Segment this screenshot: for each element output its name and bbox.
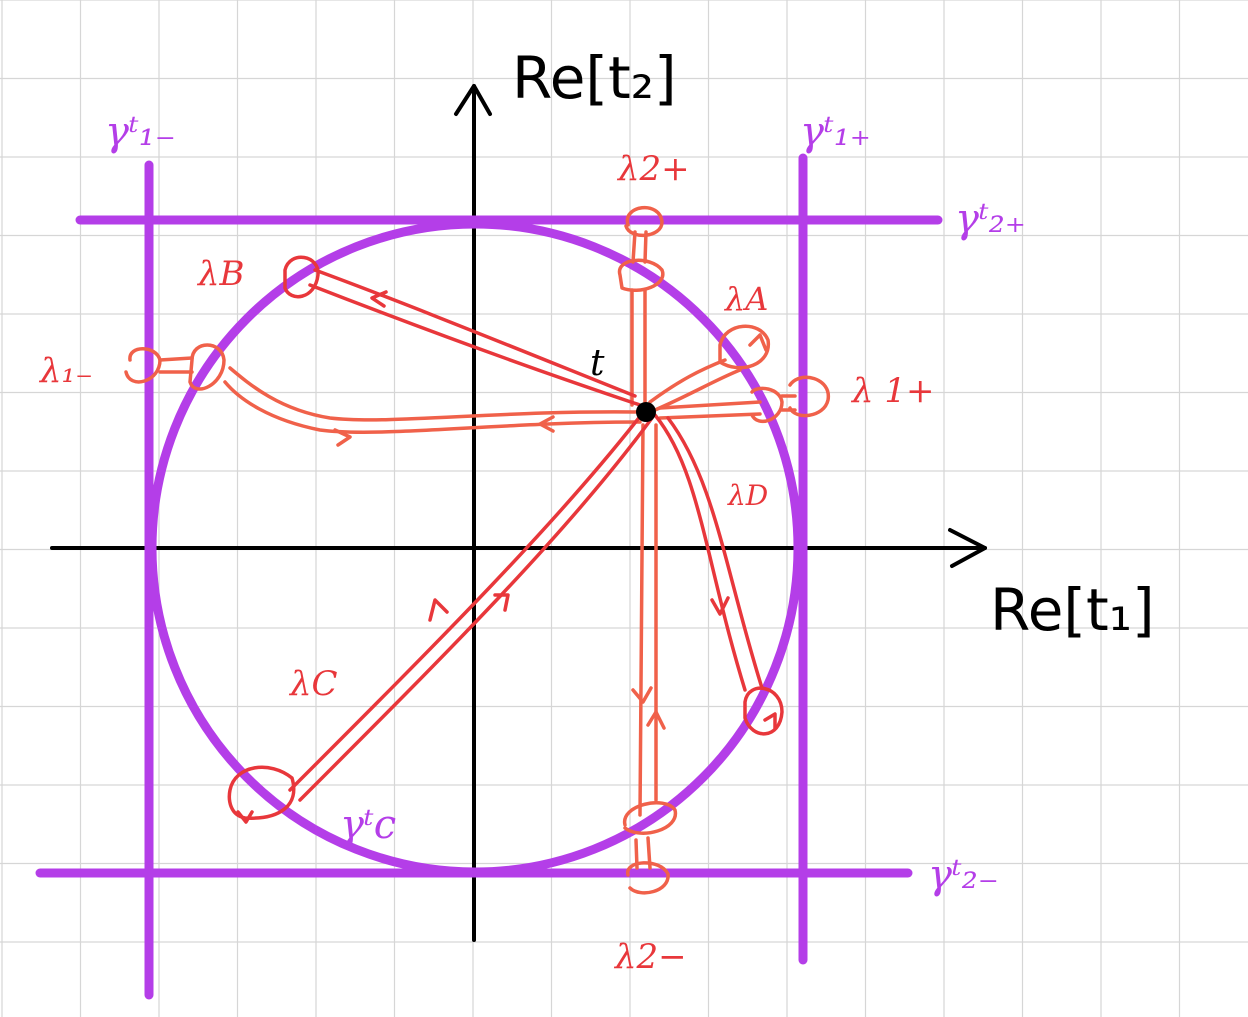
path-lambda-2-minus [623, 423, 677, 895]
lambda-2-plus-label: λ2+ [616, 149, 690, 189]
gamma-2-minus-label: γᵗ₂₋ [928, 852, 999, 898]
vertical-axis-arrowhead [454, 84, 492, 116]
lambda-D-label: λD [727, 479, 768, 512]
path-lambda-B [283, 255, 642, 407]
lambda-2-minus-label: λ2− [613, 937, 687, 977]
gamma-2-plus-label: γᵗ₂₊ [955, 196, 1026, 242]
gamma-c-label: γᵗc [340, 802, 396, 848]
gamma-c-circle [147, 219, 803, 877]
point-t-marker [636, 402, 656, 422]
path-lambda-D [653, 413, 784, 736]
point-t-label: t [590, 343, 605, 384]
gamma-1-minus-label: γᵗ₁₋ [105, 109, 176, 155]
lambda-1-plus-label: λ 1+ [850, 371, 934, 411]
path-lambda-C [227, 408, 654, 824]
lambda-1-minus-label: λ₁₋ [38, 351, 93, 391]
horizontal-axis-arrowhead [948, 528, 987, 568]
lambda-B-label: λB [196, 254, 245, 294]
horizontal-axis-label: Re[t₁] [990, 576, 1155, 644]
thimble-paths [124, 206, 830, 895]
path-lambda-A [648, 324, 770, 412]
lambda-C-label: λC [288, 664, 338, 704]
contours [35, 153, 943, 1000]
vertical-axis-label: Re[t₂] [512, 44, 677, 112]
path-lambda-1-minus [124, 343, 642, 447]
path-lambda-2-plus [617, 206, 665, 407]
axes [50, 84, 987, 942]
path-lambda-1-plus [658, 375, 830, 424]
gamma-1-plus-label: γᵗ₁₊ [800, 109, 871, 155]
lambda-A-label: λA [723, 280, 768, 318]
